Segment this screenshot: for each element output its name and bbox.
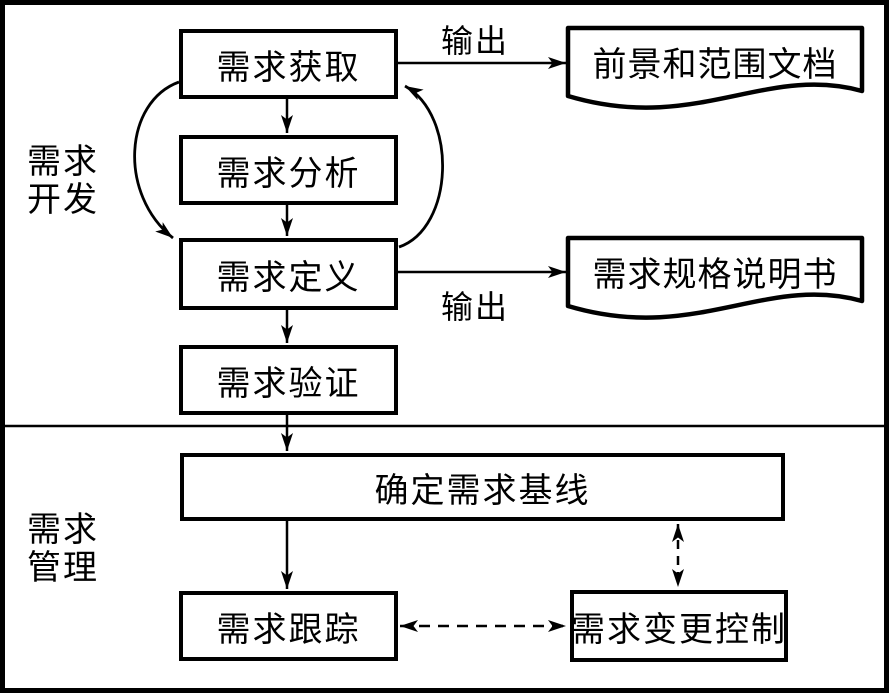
document-shape-srs [565, 235, 865, 320]
section-label-line: 开发 [27, 180, 99, 220]
edge-label-output-top: 输出 [440, 22, 509, 60]
section-label-line: 需求 [27, 142, 99, 182]
section-label-line: 需求 [27, 510, 99, 550]
node-requirements-tracing: 需求跟踪 [179, 591, 398, 661]
document-label-srs: 需求规格说明书 [592, 254, 838, 295]
section-label-line: 管理 [27, 548, 99, 588]
node-establish-requirements-baseline: 确定需求基线 [180, 453, 785, 521]
node-requirements-definition: 需求定义 [179, 238, 398, 310]
node-requirements-analysis: 需求分析 [179, 135, 398, 205]
section-label-requirements-development: 需求 开发 [27, 143, 99, 219]
document-shape-vision-scope [565, 25, 865, 110]
node-requirements-change-control: 需求变更控制 [570, 590, 788, 662]
edge-label-output-bottom: 输出 [440, 288, 509, 326]
curve-definition-to-elicitation [398, 84, 444, 249]
section-label-requirements-management: 需求 管理 [27, 511, 99, 587]
node-requirements-validation: 需求验证 [179, 345, 398, 415]
curve-elicitation-to-definition [133, 80, 180, 240]
document-label-vision-scope: 前景和范围文档 [592, 44, 838, 85]
node-requirements-elicitation: 需求获取 [179, 29, 398, 99]
